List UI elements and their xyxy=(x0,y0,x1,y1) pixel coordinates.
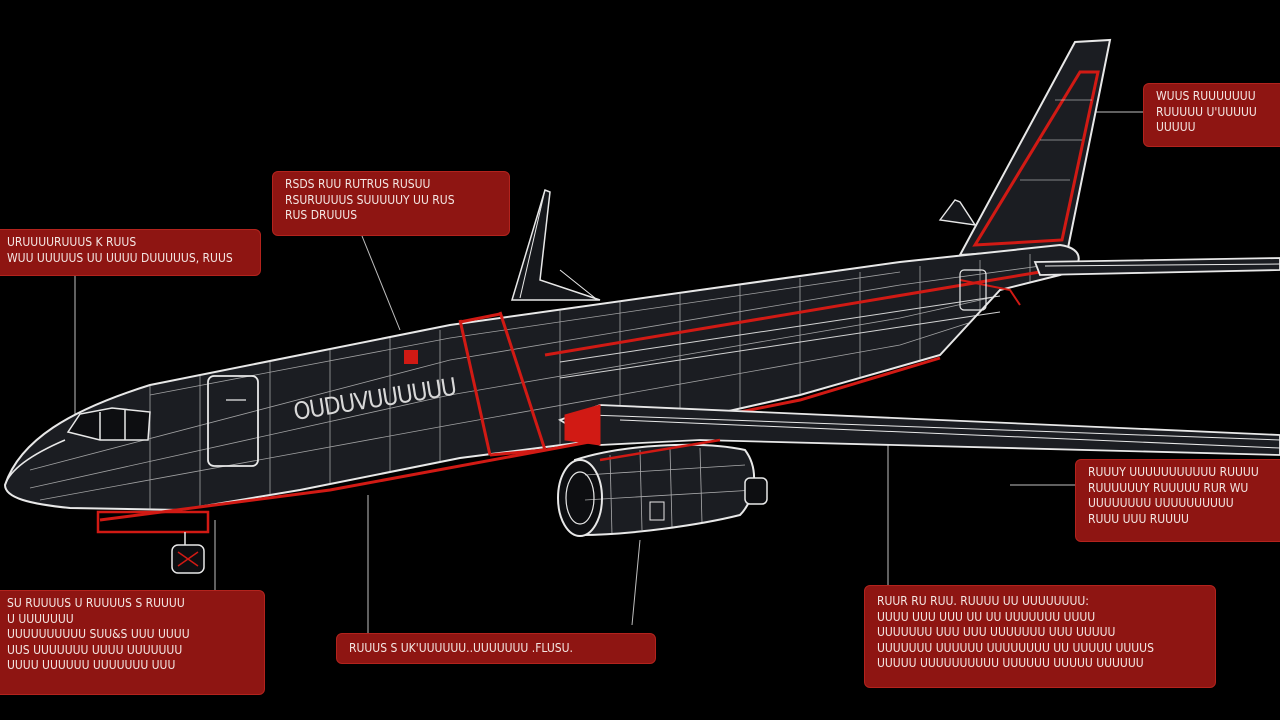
callout-line: UUUU UUUUUU UUUUUUU UUU xyxy=(7,658,176,672)
callout-bottom-left: SU RUUUUS U RUUUUS S RUUUU U UUUUUUU UUU… xyxy=(0,590,265,695)
far-wing xyxy=(510,188,601,301)
callout-line: UUUUUUU UUUUUU UUUUUUUU UU UUUUU UUUUS xyxy=(877,640,1154,655)
callout-line: RUUUUUUY RUUUUU RUR WU xyxy=(1088,480,1249,495)
aft-door xyxy=(959,269,987,311)
near-wing xyxy=(557,404,1280,456)
callout-bottom-right: RUUR RU RUU. RUUUU UU UUUUUUUU: UUUU UUU… xyxy=(864,585,1216,688)
callout-line: RUUR RU RUU. RUUUU UU UUUUUUUU: xyxy=(877,594,1089,608)
callout-top-right: WUUS RUUUUUUU RUUUUU U'UUUUU UUUUU xyxy=(1143,83,1280,147)
callout-line: RUUUS S UK'UUUUUU..UUUUUUU .FLUSU. xyxy=(349,641,573,655)
callout-line: URUUUURUUUS K RUUS xyxy=(7,235,137,249)
callout-line: RUUU UUU RUUUU xyxy=(1088,511,1189,526)
callout-line: RSURUUUUS SUUUUUY UU RUS xyxy=(285,192,455,207)
callout-line: RSDS RUU RUTRUS RUSUU xyxy=(285,177,431,191)
engine-nacelle xyxy=(557,438,756,537)
fuselage xyxy=(3,243,1080,522)
vertical-tail xyxy=(958,38,1112,257)
callout-bottom-center: RUUUS S UK'UUUUUU..UUUUUUU .FLUSU. xyxy=(336,633,656,664)
callout-line: RUUUY UUUUUUUUUUU RUUUU xyxy=(1088,465,1259,479)
leader-line-bottom-center-2 xyxy=(631,539,641,626)
section-marker xyxy=(404,350,418,364)
callout-left: URUUUURUUUS K RUUS WUU UUUUUS UU UUUU DU… xyxy=(0,229,261,276)
callout-line: RUUUUU U'UUUUU xyxy=(1156,104,1257,119)
callout-line: WUU UUUUUS UU UUUU DUUUUUS, RUUS xyxy=(7,250,233,265)
callout-line: UUUUU xyxy=(1156,120,1196,134)
callout-line: UUS UUUUUUU UUUU UUUUUUU xyxy=(7,642,183,657)
callout-line: SU RUUUUS U RUUUUS S RUUUU xyxy=(7,596,185,610)
nose-landing-gear xyxy=(96,510,210,574)
far-stabilizer xyxy=(938,199,977,226)
callout-line: WUUS RUUUUUUU xyxy=(1156,89,1256,103)
callout-line: RUS DRUUUS xyxy=(285,208,358,222)
callout-line: UUUUUUUUUU SUU&S UUU UUUU xyxy=(7,627,190,641)
leader-line-top-left xyxy=(361,235,401,331)
callout-line: UUUUUUUU UUUUUUUUUU xyxy=(1088,496,1234,510)
callout-top-left: RSDS RUU RUTRUS RUSUU RSURUUUUS SUUUUUY … xyxy=(272,171,510,236)
main-landing-gear xyxy=(744,477,768,505)
callout-line: UUUUU UUUUUUUUUU UUUUUU UUUUU UUUUUU xyxy=(877,656,1144,670)
callout-line: UUUUUUU UUU UUU UUUUUUU UUU UUUUU xyxy=(877,625,1116,639)
callout-line: U UUUUUUU xyxy=(7,611,74,626)
forward-door xyxy=(207,375,259,467)
leader-lines xyxy=(74,111,1143,635)
callout-line: UUUU UUU UUU UU UU UUUUUUU UUUU xyxy=(877,609,1096,624)
near-stabilizer xyxy=(1033,257,1280,276)
callout-right: RUUUY UUUUUUUUUUU RUUUU RUUUUUUY RUUUUU … xyxy=(1075,459,1280,542)
